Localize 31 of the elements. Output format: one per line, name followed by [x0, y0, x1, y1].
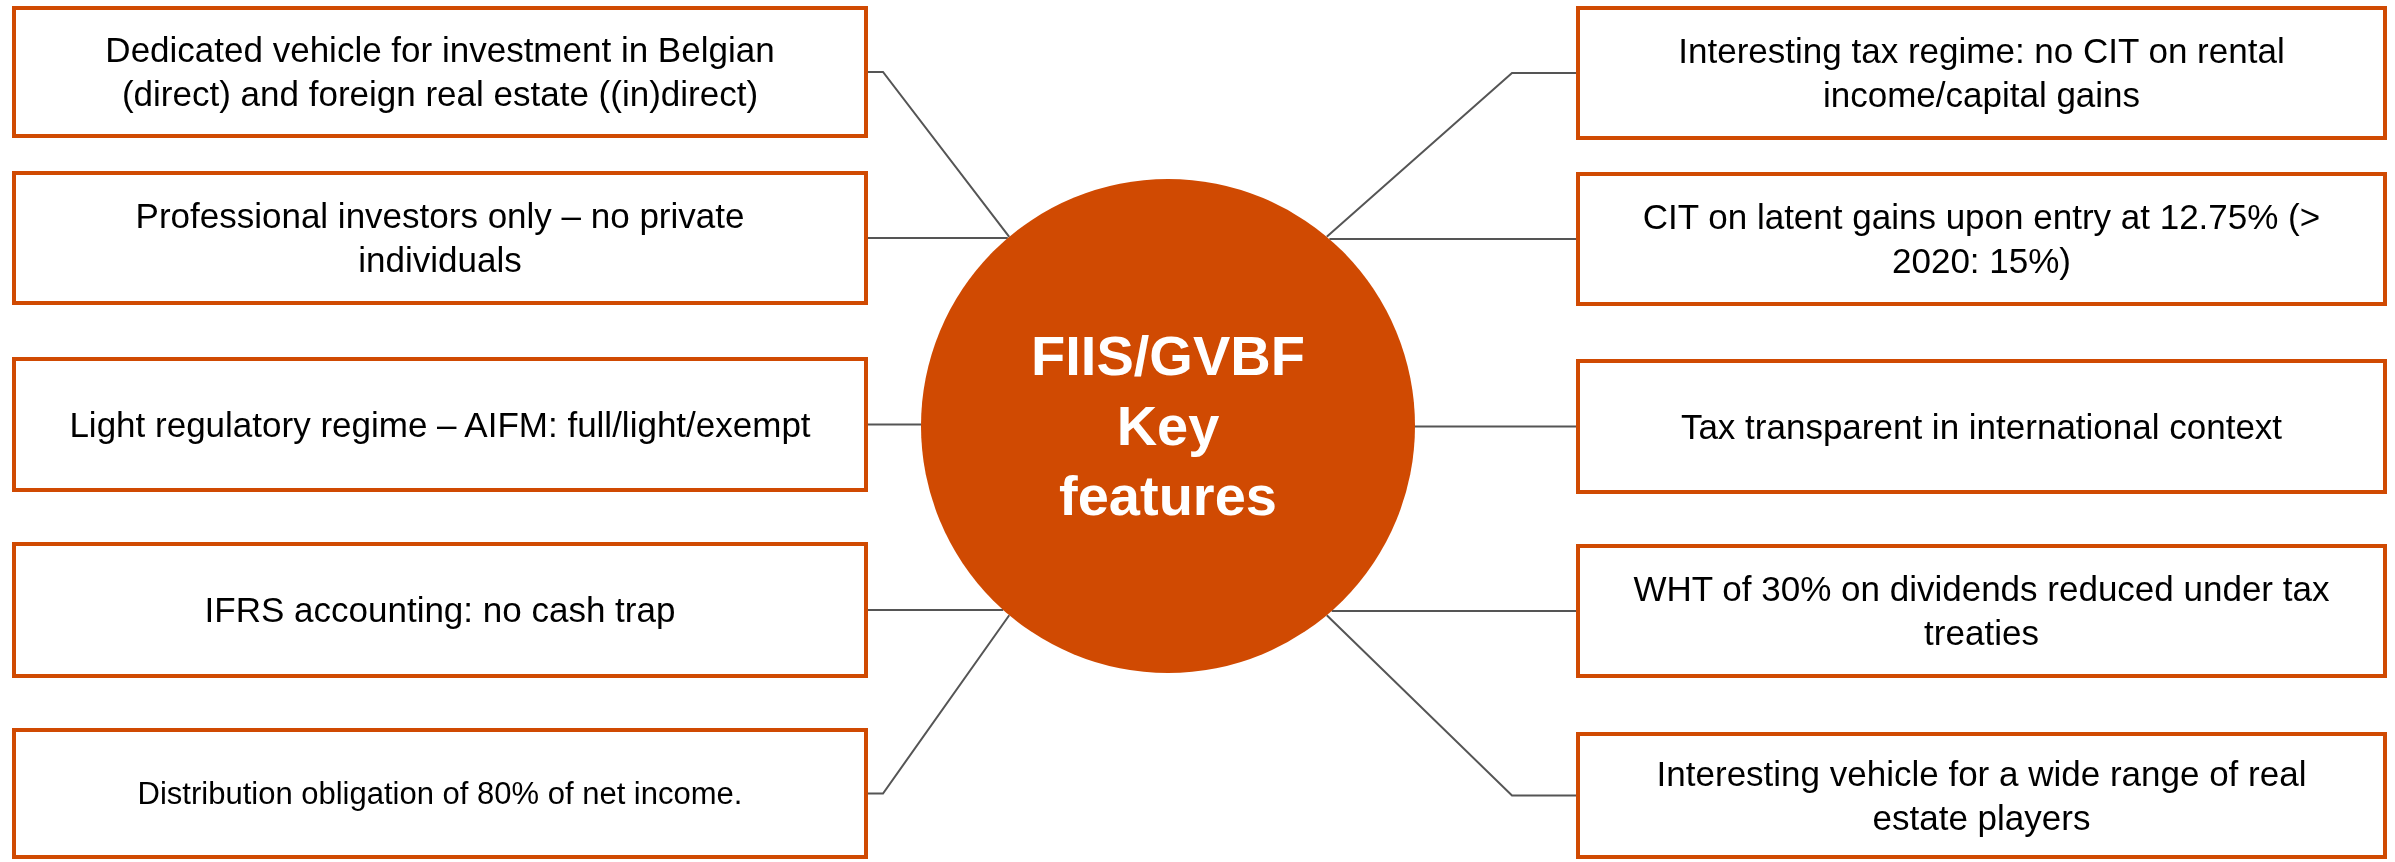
feature-box: [12, 171, 868, 305]
connector-line: [1328, 238, 1577, 240]
connector-line: [1414, 425, 1577, 428]
feature-box: [1576, 6, 2387, 140]
feature-text: CIT on latent gains upon entry at 12.75% (> 2020: 15%): [1641, 196, 2322, 282]
feature-text: IFRS accounting: no cash trap: [204, 589, 676, 631]
connector-line: [1330, 610, 1577, 612]
feature-box: [1576, 172, 2387, 306]
connector-line: [1325, 614, 1577, 797]
feature-box: [12, 357, 868, 492]
feature-box: [12, 728, 868, 859]
feature-box: [1576, 359, 2387, 494]
connector-line: [867, 237, 1009, 239]
feature-box: [1576, 544, 2387, 678]
feature-text: Tax transparent in international context: [1680, 405, 2283, 448]
connector-line: [867, 423, 922, 426]
feature-box: [12, 542, 868, 678]
feature-box: [12, 6, 868, 138]
feature-text: Interesting tax regime: no CIT on rental income/capital gains: [1677, 30, 2286, 116]
feature-text: Interesting vehicle for a wide range of real estate players: [1655, 752, 2308, 839]
feature-text: Distribution obligation of 80% of net income.: [137, 774, 743, 813]
feature-text: Light regulatory regime – AIFM: full/light/exempt: [69, 403, 811, 446]
connector-line: [867, 614, 1011, 795]
connector-line: [867, 609, 1005, 611]
connector-line: [867, 71, 1011, 238]
feature-text: WHT of 30% on dividends reduced under tax treaties: [1632, 568, 2331, 654]
connector-line: [1325, 72, 1577, 238]
feature-text: Professional investors only – no private individuals: [134, 195, 746, 281]
feature-box: [1576, 732, 2387, 859]
feature-text: Dedicated vehicle for investment in Belgian (direct) and foreign real estate ((in)direct): [104, 29, 776, 115]
title-text: FIIS/GVBF Key features: [1030, 323, 1306, 529]
